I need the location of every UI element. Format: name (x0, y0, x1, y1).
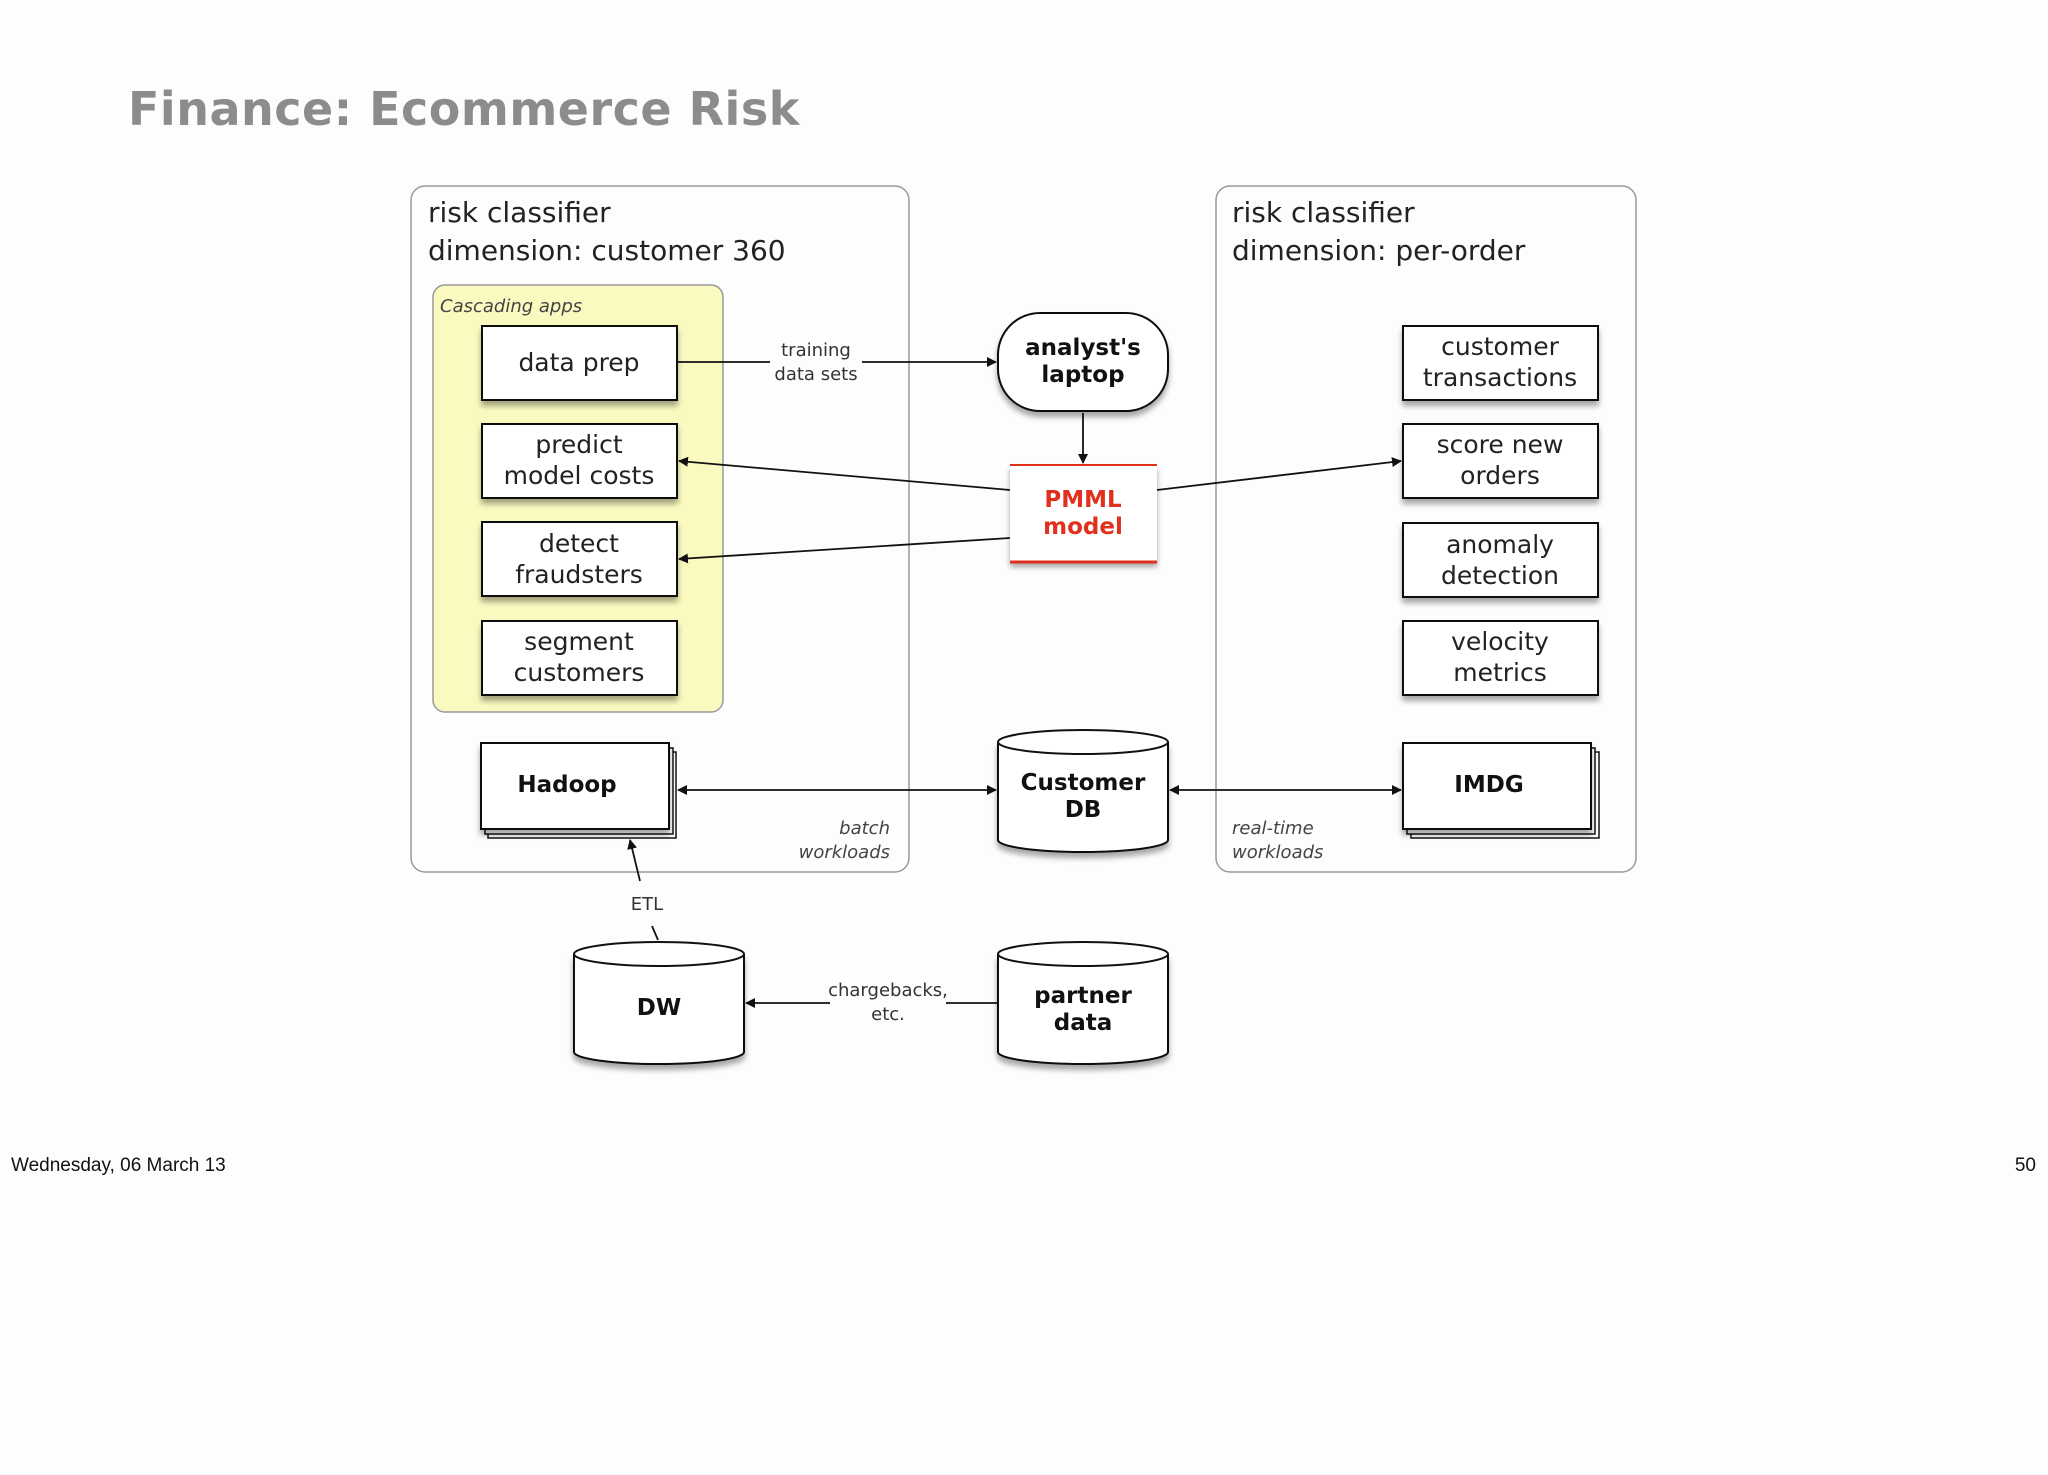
node-analysts-laptop: analyst's laptop (997, 312, 1169, 412)
edge-etl-hadoop (627, 839, 641, 882)
etl-label: ETL (631, 894, 663, 915)
app-predict-label-1: predict (535, 430, 623, 459)
node-dw: DW (573, 941, 745, 1065)
panel-left-title-1: risk classifier (428, 196, 611, 229)
cascading-apps-label: Cascading apps (440, 296, 582, 317)
hadoop-label: Hadoop (517, 772, 616, 798)
edge-dw-etl (651, 925, 659, 941)
app-segment-customers: segment customers (481, 620, 678, 696)
pmml-label-1: PMML (1044, 487, 1122, 513)
chargebacks-label-2: etc. (871, 1004, 905, 1025)
panel-left-title-2: dimension: customer 360 (428, 234, 786, 267)
footer-page-number: 50 (2014, 1155, 2036, 1176)
node-customer-db: Customer DB (997, 729, 1169, 853)
chargebacks-label-1: chargebacks, (828, 980, 948, 1001)
batch-label-1: batch (839, 818, 890, 839)
footer-date: Wednesday, 06 March 13 (11, 1155, 226, 1176)
imdg-label: IMDG (1454, 772, 1523, 798)
app-predict-model-costs: predict model costs (481, 423, 678, 499)
app-velocity-metrics: velocity metrics (1402, 620, 1599, 696)
customer-db-label-2: DB (1065, 797, 1102, 823)
panel-right-title-1: risk classifier (1232, 196, 1415, 229)
app-score-label-1: score new (1437, 430, 1564, 459)
edge-pmml-score (1156, 457, 1402, 491)
app-detect-label-2: fraudsters (515, 560, 643, 589)
edge-pmml-predict (678, 456, 1011, 491)
app-ct-label-1: customer (1441, 332, 1559, 361)
app-score-label-2: orders (1460, 461, 1540, 490)
app-detect-fraudsters: detect fraudsters (481, 521, 678, 597)
app-customer-transactions: customer transactions (1402, 325, 1599, 401)
app-ct-label-2: transactions (1423, 363, 1577, 392)
training-label-1: training (781, 340, 851, 361)
app-segment-label-1: segment (524, 627, 634, 656)
realtime-label-1: real-time (1232, 818, 1314, 839)
app-detect-label-1: detect (539, 529, 619, 558)
node-imdg: IMDG (1402, 742, 1600, 839)
app-velocity-label-2: metrics (1453, 658, 1547, 687)
dw-label: DW (637, 995, 681, 1021)
slide-title: Finance: Ecommerce Risk (128, 82, 800, 136)
app-data-prep-label: data prep (518, 348, 639, 377)
laptop-label-1: analyst's (1025, 335, 1141, 361)
batch-label-2: workloads (799, 842, 890, 863)
edge-pmml-detect (678, 537, 1011, 564)
training-label-2: data sets (774, 364, 857, 385)
app-predict-label-2: model costs (504, 461, 655, 490)
node-partner-data: partner data (997, 941, 1169, 1065)
node-hadoop: Hadoop (480, 742, 677, 839)
realtime-label-2: workloads (1232, 842, 1323, 863)
app-score-new-orders: score new orders (1402, 423, 1599, 499)
pmml-label-2: model (1043, 514, 1123, 540)
app-segment-label-2: customers (514, 658, 645, 687)
app-anomaly-detection: anomaly detection (1402, 522, 1599, 598)
customer-db-label-1: Customer (1021, 770, 1146, 796)
partner-label-2: data (1054, 1010, 1113, 1036)
app-anomaly-label-2: detection (1441, 561, 1559, 590)
app-anomaly-label-1: anomaly (1446, 530, 1554, 559)
laptop-label-2: laptop (1041, 362, 1124, 388)
node-pmml-model: PMML model (1010, 464, 1157, 564)
panel-right-title-2: dimension: per-order (1232, 234, 1526, 267)
app-velocity-label-1: velocity (1451, 627, 1549, 656)
partner-label-1: partner (1034, 983, 1132, 1009)
edges (627, 357, 1402, 1008)
app-data-prep: data prep (481, 325, 678, 401)
